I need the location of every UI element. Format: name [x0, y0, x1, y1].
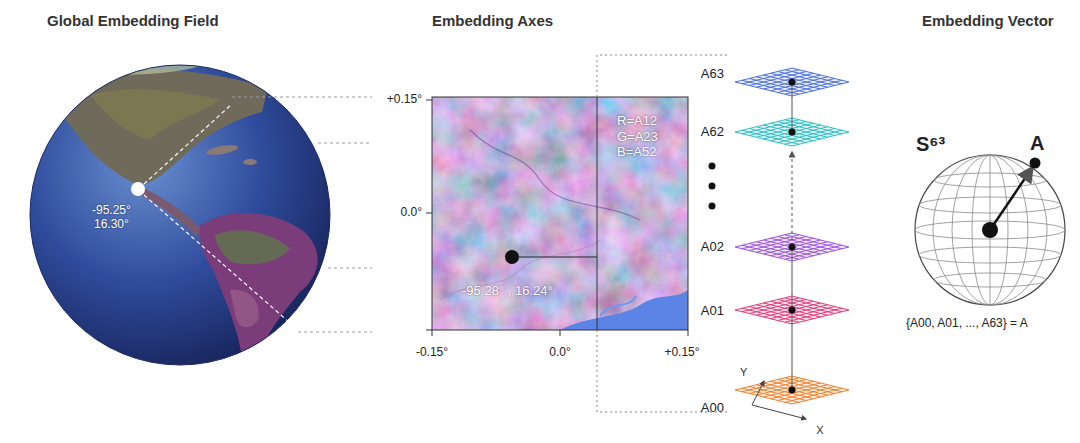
slice-line [597, 97, 598, 330]
section-heading: Global Embedding Field [47, 12, 219, 30]
bracket-lines [597, 55, 727, 412]
layer-label: A62 [701, 124, 724, 140]
axis-name: X [816, 424, 823, 437]
axis-name: Y [740, 366, 747, 379]
axis-ticks [426, 100, 688, 336]
ellipsis-dot [709, 183, 716, 190]
axis-label: -0.15° [416, 345, 448, 359]
globe-region: -95.25° 16.30° [30, 65, 330, 365]
location-dot [505, 250, 519, 264]
channel-text: R=A12 G=A23 B=A52 [617, 113, 658, 160]
leader-lines [232, 97, 372, 332]
globe [30, 59, 340, 370]
section-heading: Embedding Vector [922, 12, 1054, 30]
embedding-layers [709, 68, 850, 419]
axis-label: 0.0° [549, 345, 570, 359]
globe-outline [30, 65, 330, 365]
vector-name: A [1030, 131, 1044, 155]
coordinate-text: -95.28° , 16.24° [462, 283, 553, 299]
layer-label: A02 [701, 239, 724, 255]
axis-arrow [752, 381, 764, 405]
sphere-symbol: S⁶³ [916, 132, 945, 156]
location-dot [131, 182, 145, 196]
ellipsis-dot [709, 163, 716, 170]
axis-arrow [752, 405, 806, 419]
layer-label: A63 [701, 66, 724, 82]
axis-label: 0.0° [401, 205, 422, 219]
vector-formula: {A00, A01, ..., A63} = A [906, 316, 1028, 330]
globe-ocean [30, 65, 330, 365]
water [560, 290, 688, 330]
vector-tip [1030, 158, 1041, 169]
pointer-line [519, 257, 597, 258]
layer-label: A01 [701, 303, 724, 319]
coordinate-text: -95.25° 16.30° [92, 203, 131, 232]
ellipsis-dot [709, 203, 716, 210]
leader-line [144, 104, 232, 184]
vector-arrow [990, 168, 1032, 230]
origin-dot [982, 222, 998, 238]
axis-label: +0.15° [664, 345, 699, 359]
unit-sphere [915, 155, 1065, 305]
globe-land [40, 59, 340, 370]
map-panel: R=A12 G=A23 B=A52 -95.28° , 16.24° [432, 97, 688, 330]
layer-label: A00 [701, 400, 724, 416]
leader-line [144, 195, 298, 330]
dashed-arrow [792, 152, 793, 240]
section-heading: Embedding Axes [432, 12, 553, 30]
axis-label: +0.15° [387, 92, 422, 106]
embedding-map [432, 97, 688, 330]
